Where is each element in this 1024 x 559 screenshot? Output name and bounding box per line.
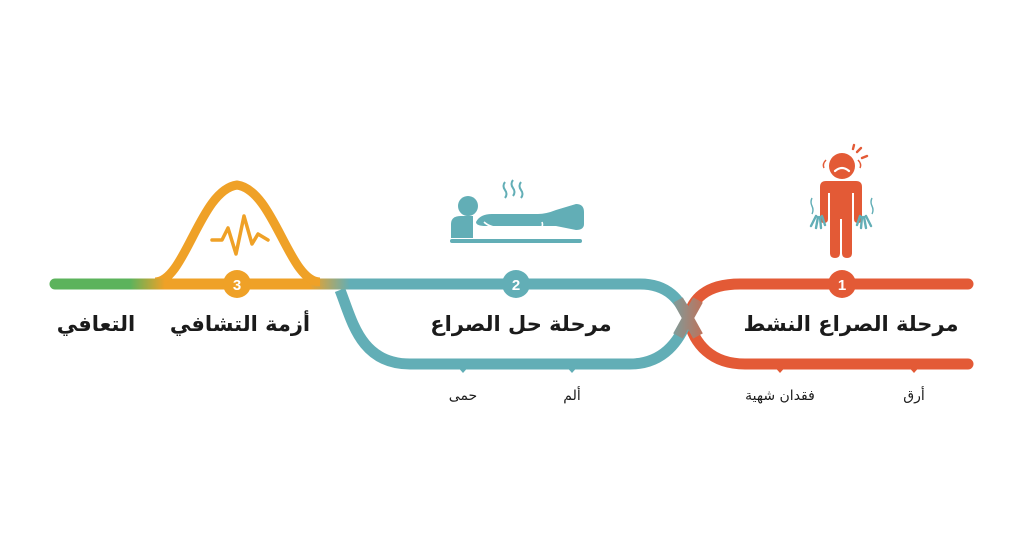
stage-1-title: مرحلة الصراع النشط (743, 312, 959, 336)
heartbeat-icon (210, 214, 270, 256)
stage-3-title: أزمة التشافي (169, 312, 311, 336)
person-lying-in-bed-icon (450, 179, 584, 243)
stage-3-track (154, 180, 350, 290)
stage-2-title: مرحلة حل الصراع (430, 312, 612, 336)
recovery-title: التعافي (56, 312, 136, 336)
svg-text:1: 1 (838, 277, 846, 294)
symptom-pain: ألم (563, 388, 581, 404)
svg-text:3: 3 (233, 277, 241, 294)
symptom-fever: حمى (448, 388, 478, 404)
stage-2-badge: 2 (502, 270, 530, 298)
svg-text:2: 2 (512, 277, 520, 294)
stage-3-badge: 3 (223, 270, 251, 298)
stage-2-track (334, 278, 703, 373)
stage-1-badge: 1 (828, 270, 856, 298)
symptom-insomnia: أرق (903, 388, 925, 404)
symptom-loss-of-appetite: فقدان شهية (745, 388, 815, 404)
distressed-person-icon (809, 143, 874, 258)
